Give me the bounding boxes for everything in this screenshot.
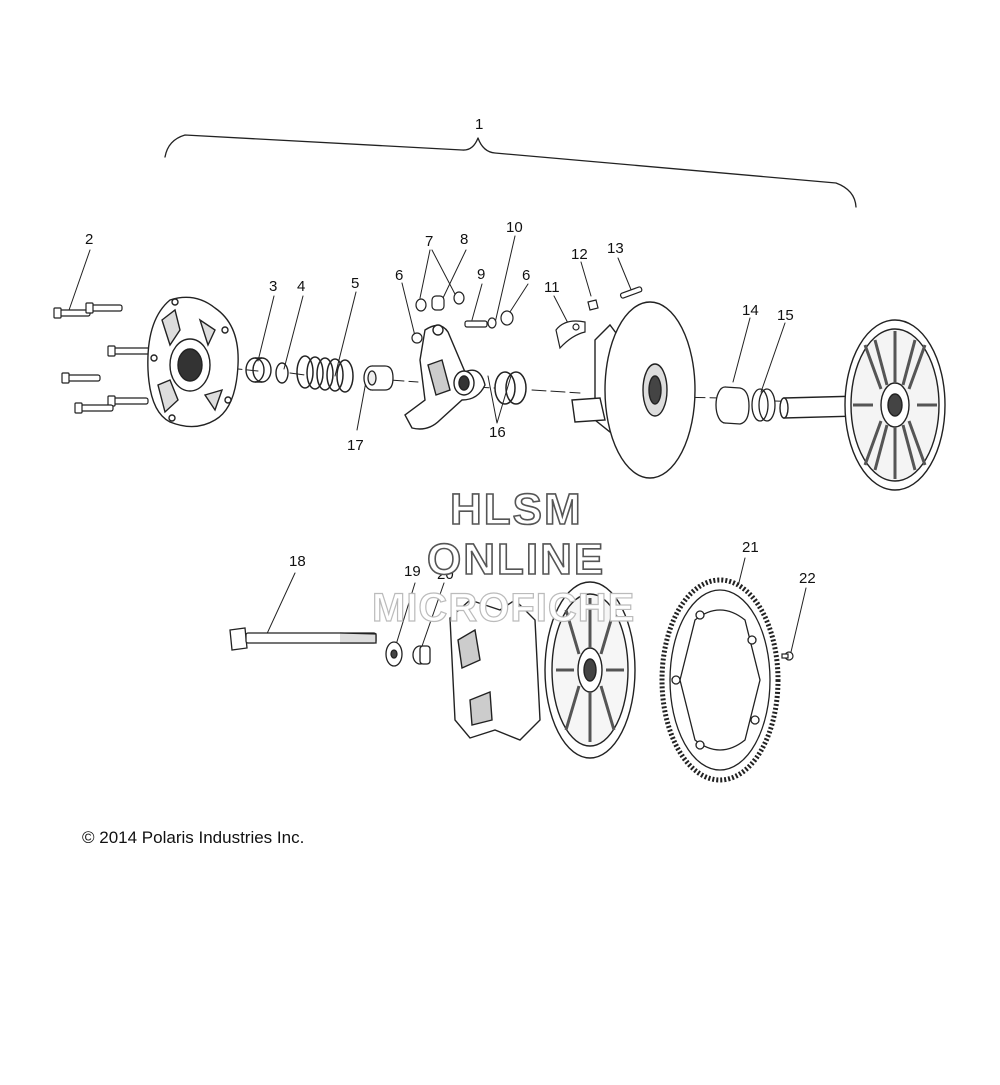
callout-8: 8: [460, 231, 469, 248]
callout-21: 21: [742, 539, 759, 556]
callout-7: 7: [425, 233, 434, 250]
callout-9: 9: [477, 266, 486, 283]
callout-18: 18: [289, 553, 306, 570]
fixed-sheave: [779, 319, 946, 491]
callout-4: 4: [297, 278, 306, 295]
callout-2: 2: [85, 231, 94, 248]
callout-12: 12: [571, 246, 588, 263]
bolt-group: [53, 302, 151, 414]
callout-1: 1: [475, 116, 484, 133]
callout-6a: 6: [395, 267, 404, 284]
bearing-rings: [715, 386, 776, 425]
callout-22: 22: [799, 570, 816, 587]
callout-3: 3: [269, 278, 278, 295]
o-rings: [494, 371, 527, 405]
bushing: [363, 365, 394, 391]
watermark-line-3: MICROFICHE: [371, 586, 636, 630]
long-bolt: [229, 627, 377, 651]
spider-arm: [404, 324, 486, 430]
watermark-line-1: HLSM: [449, 485, 583, 534]
callout-14: 14: [742, 302, 759, 319]
moveable-sheave: [571, 301, 696, 479]
small-hardware: [411, 291, 514, 344]
washer-rings: [245, 357, 289, 384]
callout-17: 17: [347, 437, 364, 454]
callout-20: 20: [437, 566, 454, 583]
callout-19: 19: [404, 563, 421, 580]
callout-5: 5: [351, 275, 360, 292]
coil-spring: [296, 355, 354, 393]
watermark-line-2: ONLINE: [426, 535, 606, 584]
assembly-bracket: [164, 134, 857, 208]
copyright-text: © 2014 Polaris Industries Inc.: [82, 828, 305, 847]
callout-15: 15: [777, 307, 794, 324]
small-screw: [781, 651, 794, 661]
ring-gear: [659, 577, 781, 783]
callout-11: 11: [544, 279, 560, 296]
cam-weight-parts: [555, 286, 643, 350]
washer-spacer: [385, 641, 431, 667]
callout-13: 13: [607, 240, 624, 257]
leader-lines: [67, 235, 807, 653]
callout-10: 10: [506, 219, 523, 236]
assembled-clutch: [449, 581, 636, 759]
callout-16: 16: [489, 424, 506, 441]
spider-cover: [147, 296, 239, 428]
callout-6b: 6: [522, 267, 531, 284]
